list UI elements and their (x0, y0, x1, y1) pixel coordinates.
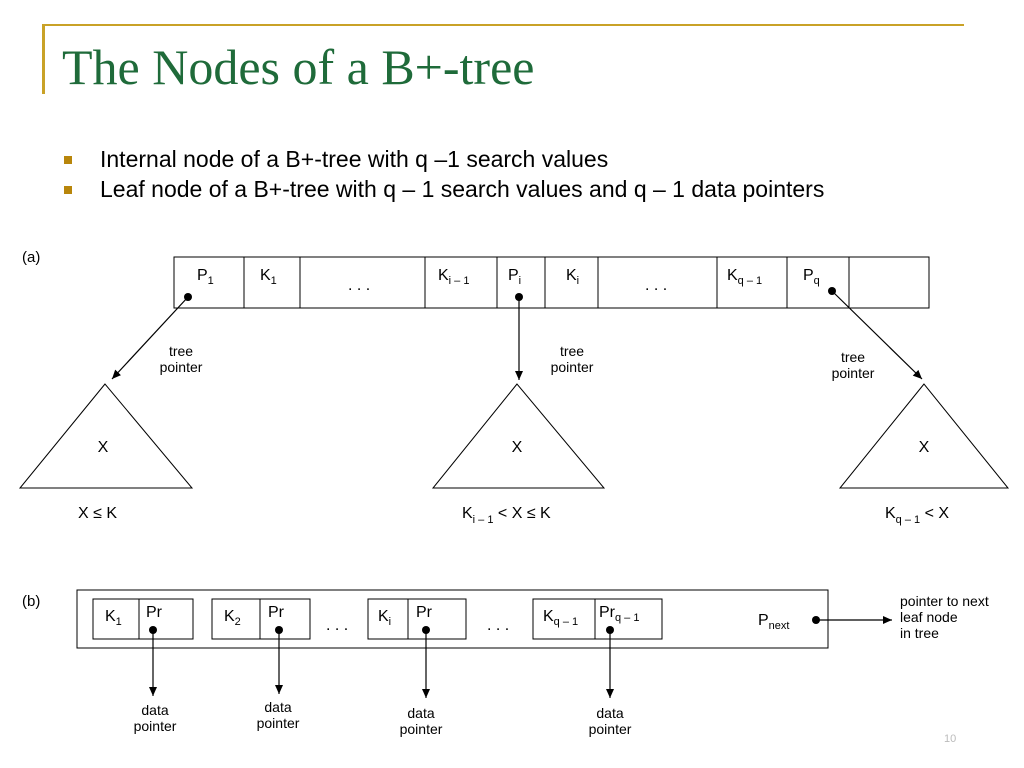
cell-k1: K1 (260, 267, 277, 287)
subtree-label: X (919, 439, 930, 456)
subtree-triangle (431, 383, 606, 489)
subtree-condition: X ≤ K (78, 505, 117, 522)
subtree-condition: Ki – 1 < X ≤ K (462, 505, 551, 526)
subtree-triangle (838, 383, 1010, 489)
subtree-triangle (18, 383, 194, 489)
bullet-text: Leaf node of a B+-tree with q – 1 search… (100, 176, 825, 202)
leaf-ellipsis: . . . (326, 617, 348, 634)
cell-ki-minus-1: Ki – 1 (438, 267, 469, 287)
title-accent-bar (42, 24, 45, 94)
tree-pointer-arrow (111, 296, 189, 380)
cell-ellipsis: . . . (645, 277, 667, 294)
bullet-square-icon (64, 156, 72, 164)
cell-pi: Pi (508, 267, 521, 287)
title-accent-rule (42, 24, 964, 26)
leaf-data-pointer: Prq – 1 (599, 604, 639, 624)
internal-node (173, 256, 930, 309)
leaf-key: K2 (224, 608, 241, 628)
leaf-pair-box (367, 598, 467, 640)
leaf-key: K1 (105, 608, 122, 628)
leaf-pair-box (211, 598, 311, 640)
bullet-item: Leaf node of a B+-tree with q – 1 search… (60, 176, 960, 203)
cell-p1: P1 (197, 267, 214, 287)
bullet-square-icon (64, 186, 72, 194)
tree-pointer-arrow (831, 290, 923, 380)
subtree-label: X (512, 439, 523, 456)
cell-pq: Pq (803, 267, 820, 287)
leaf-node (76, 589, 829, 649)
bullet-list: Internal node of a B+-tree with q –1 sea… (60, 146, 960, 206)
slide-number: 10 (944, 733, 957, 745)
leaf-key: Ki (378, 608, 391, 628)
leaf-data-pointer: Pr (416, 604, 433, 621)
subtree-condition: Kq – 1 < X (885, 505, 949, 526)
diagram-b-label: (b) (22, 593, 40, 610)
leaf-pair-box (532, 598, 663, 640)
diagram-a-label: (a) (22, 249, 40, 266)
bplus-tree-diagram: (a) P1 K1 . . . Ki – 1 Pi Ki . . . Kq – … (18, 249, 1010, 737)
leaf-data-pointer: Pr (146, 604, 163, 621)
cell-ki: Ki (566, 267, 579, 287)
bullet-text: Internal node of a B+-tree with q –1 sea… (100, 146, 609, 172)
pnext-label: Pnext (758, 612, 789, 632)
leaf-key: Kq – 1 (543, 608, 578, 628)
bullet-item: Internal node of a B+-tree with q –1 sea… (60, 146, 960, 173)
subtree-label: X (98, 439, 109, 456)
leaf-pair-box (92, 598, 194, 640)
cell-kq-minus-1: Kq – 1 (727, 267, 762, 287)
leaf-data-pointer: Pr (268, 604, 285, 621)
leaf-ellipsis: . . . (487, 617, 509, 634)
cell-ellipsis: . . . (348, 277, 370, 294)
slide-title: The Nodes of a B+-tree (62, 39, 535, 95)
